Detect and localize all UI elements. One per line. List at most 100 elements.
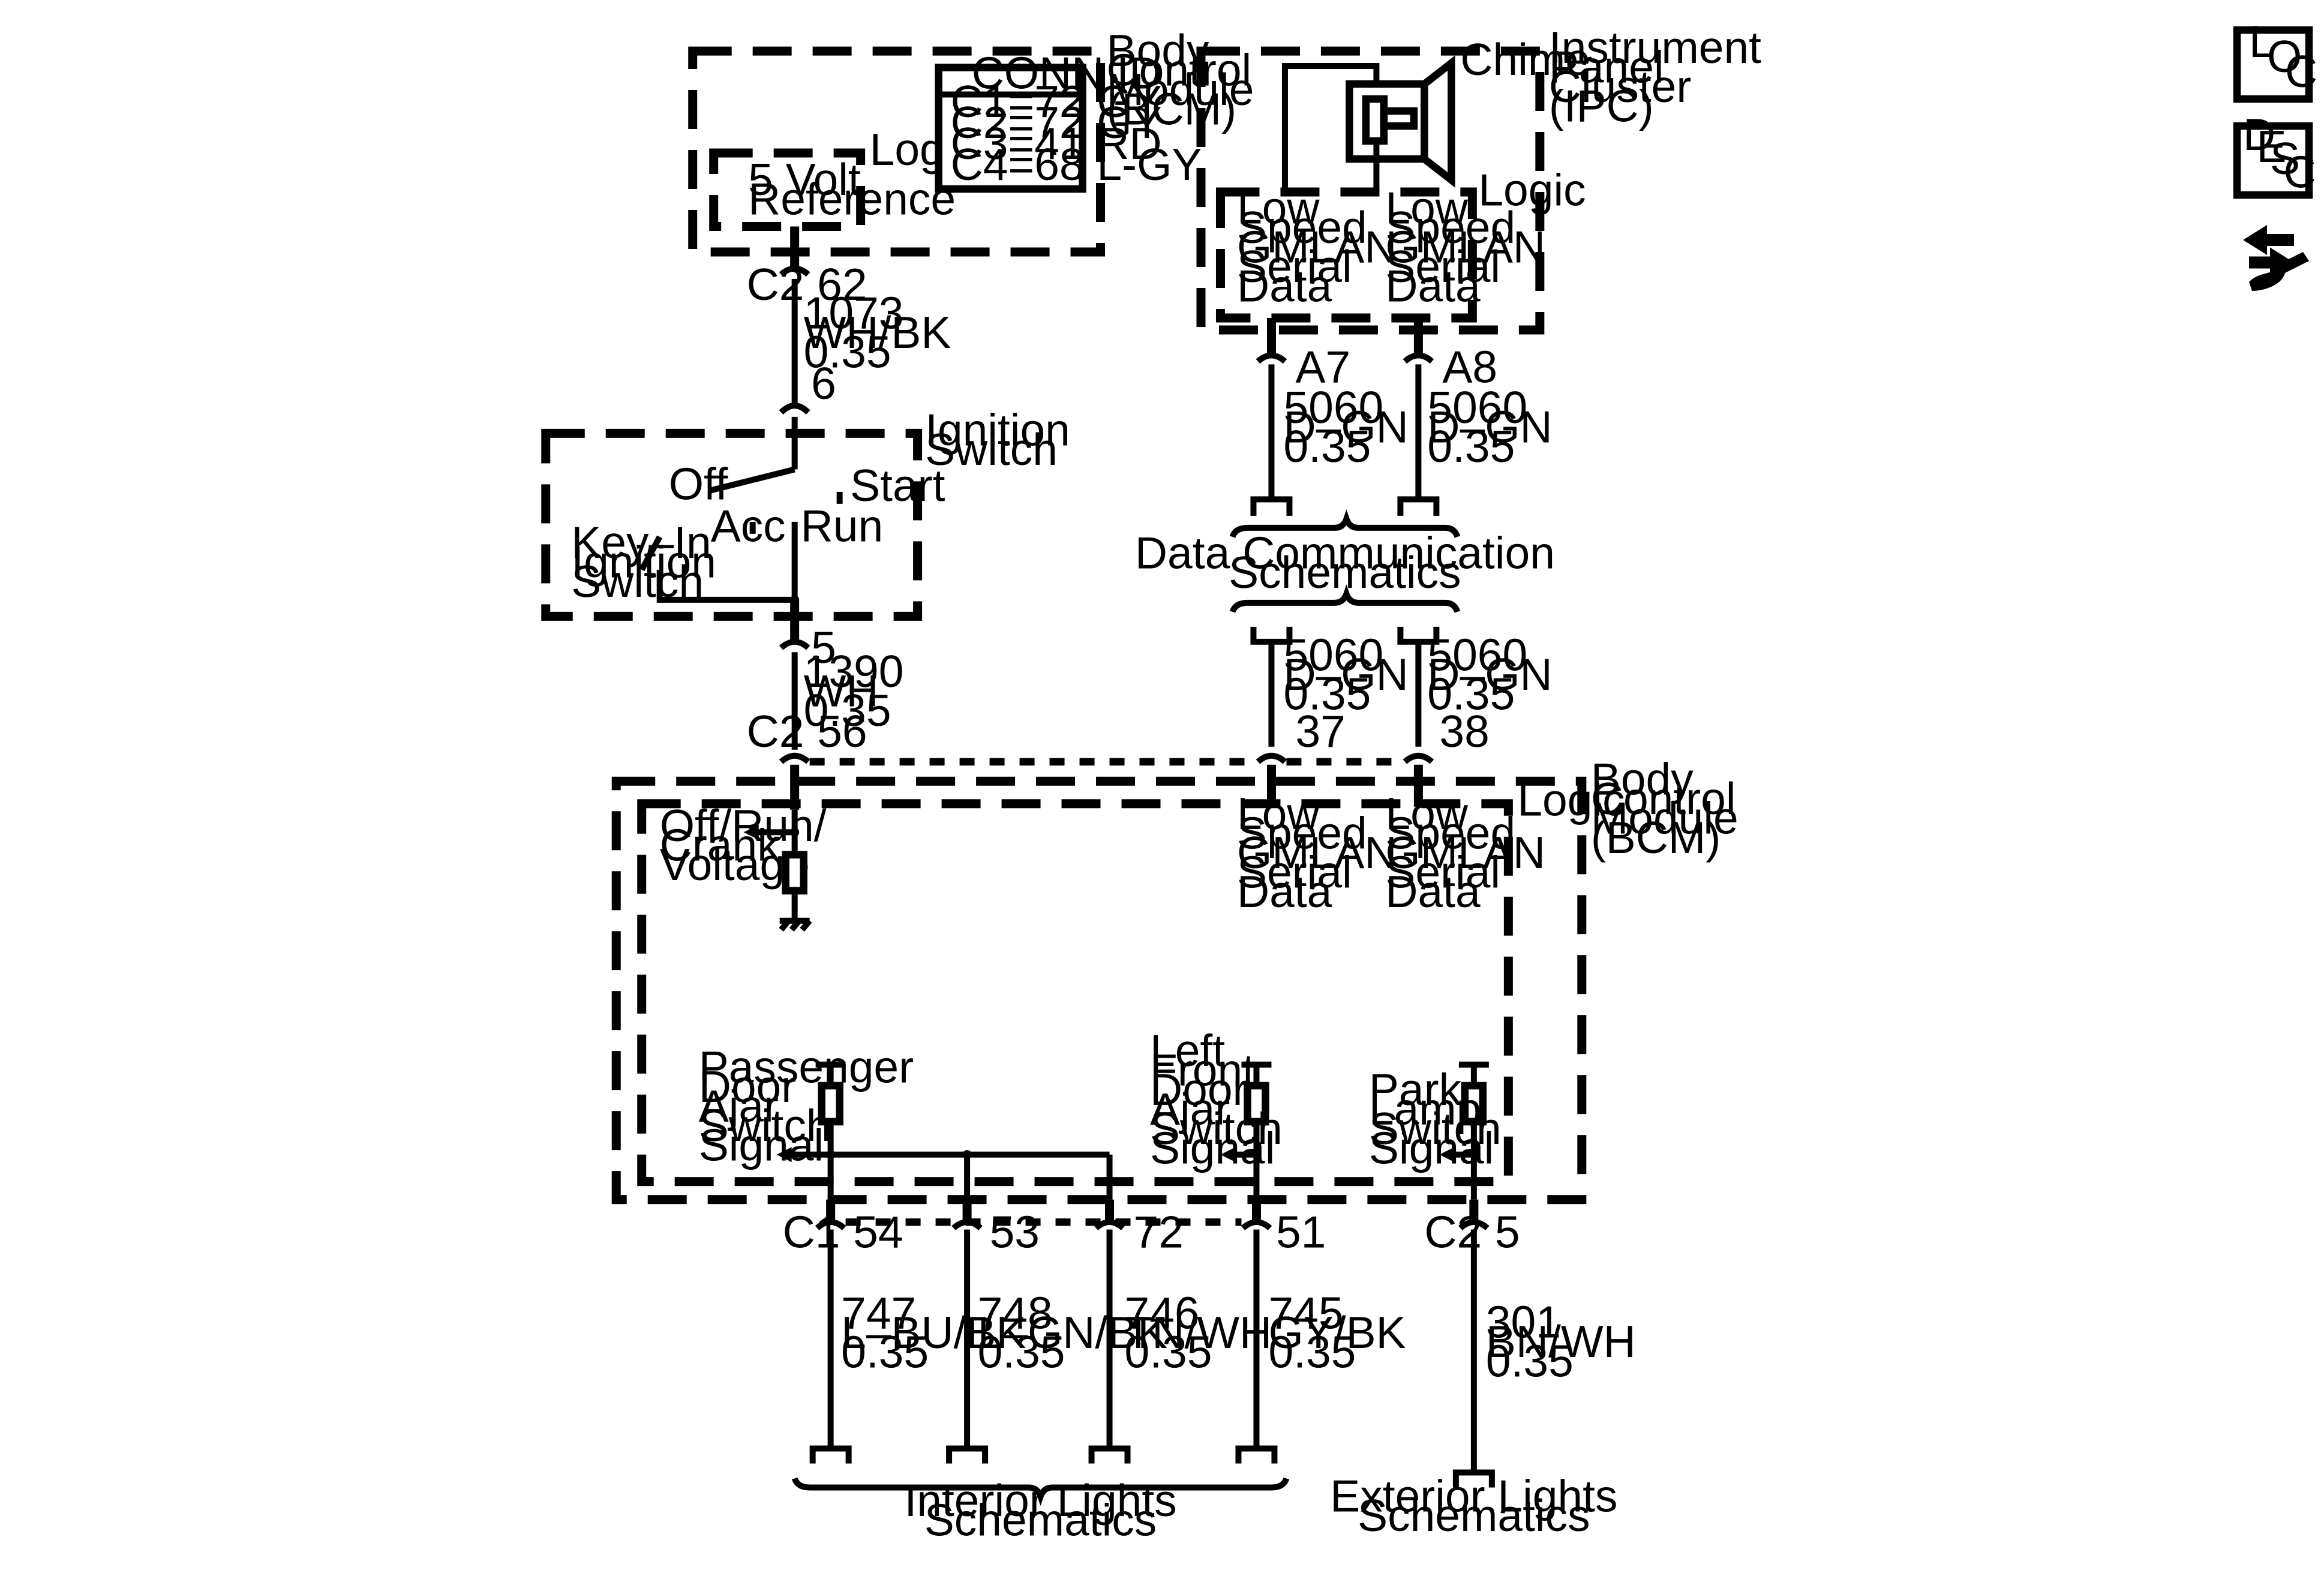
svg-text:L: L — [2249, 16, 2274, 67]
svg-text:746: 746 — [1125, 1288, 1200, 1338]
svg-text:0.35: 0.35 — [1268, 1327, 1356, 1377]
svg-text:38: 38 — [1439, 706, 1489, 757]
svg-text:D: D — [2243, 109, 2275, 160]
svg-text:E: E — [2257, 121, 2287, 172]
wire-1390: 1390 WH 0.35 — [791, 646, 903, 750]
svg-text:Data: Data — [1237, 260, 1332, 311]
svg-text:51: 51 — [1276, 1207, 1326, 1257]
connector-c2-62: C2 62 — [747, 226, 867, 310]
svg-text:Low: Low — [1385, 182, 1468, 233]
svg-text:5 Volt: 5 Volt — [748, 154, 861, 205]
passenger-door-ajar-input: Passenger Door Ajar Switch Signal — [699, 1042, 1113, 1200]
svg-text:747: 747 — [841, 1288, 916, 1338]
svg-text:Door: Door — [699, 1061, 797, 1112]
svg-text:Cluster: Cluster — [1549, 61, 1691, 112]
data-communication-link[interactable]: Data Communication Schematics — [1135, 509, 1555, 613]
bcm-gmlan-right: Low Speed GMLAN Serial Data — [1385, 764, 1545, 917]
svg-text:0.35: 0.35 — [1486, 1335, 1574, 1386]
svg-text:Start: Start — [850, 460, 945, 511]
svg-text:Switch: Switch — [699, 1100, 831, 1151]
svg-text:5060: 5060 — [1283, 382, 1383, 433]
svg-text:D–GN: D–GN — [1427, 401, 1552, 452]
svg-text:Speed: Speed — [1237, 202, 1367, 253]
svg-text:A8: A8 — [1442, 341, 1497, 392]
svg-text:Data Communication: Data Communication — [1135, 527, 1555, 578]
svg-text:Door: Door — [1150, 1064, 1248, 1115]
exterior-lights-link[interactable]: Exterior Lights Schematics — [1330, 1470, 1617, 1540]
svg-text:0.35: 0.35 — [978, 1327, 1065, 1377]
svg-text:Logic: Logic — [1478, 165, 1586, 215]
svg-text:Reference: Reference — [748, 173, 956, 224]
svg-text:WH: WH — [804, 665, 879, 716]
conn-id-table: CONN ID C1=72 GY C2=72 GY C3=41 RD C4=68… — [935, 48, 1202, 193]
svg-text:Signal: Signal — [1369, 1123, 1494, 1173]
svg-text:Serial: Serial — [1385, 847, 1500, 897]
svg-text:C: C — [2285, 46, 2317, 97]
svg-text:Off: Off — [669, 458, 728, 509]
svg-text:Speed: Speed — [1385, 202, 1515, 253]
svg-text:C2=72 GY: C2=72 GY — [951, 97, 1162, 148]
wire-5060-lower-right: 5060 D–GN 0.35 — [1397, 626, 1553, 747]
svg-text:Exterior Lights: Exterior Lights — [1330, 1470, 1617, 1521]
svg-text:Key–In: Key–In — [571, 517, 711, 568]
wire-301: 301 BN/WH 0.35 — [1452, 1229, 1636, 1488]
park-lamp-switch-input: Park Lamp Switch Signal — [1369, 1061, 1502, 1200]
svg-text:Switch: Switch — [1369, 1103, 1502, 1154]
svg-text:(BCM): (BCM) — [1591, 812, 1721, 863]
interior-lights-link[interactable]: Interior Lights Schematics — [791, 1475, 1290, 1545]
connector-a7: A7 — [1256, 317, 1350, 392]
ipc-gmlan-left-label: Low Speed GMLAN Serial Data — [1237, 182, 1397, 311]
svg-text:Off/Run/: Off/Run/ — [660, 800, 827, 851]
bcm-gmlan-left: Low Speed GMLAN Serial Data — [1237, 764, 1397, 917]
repair-tools-icon[interactable] — [2243, 224, 2310, 291]
svg-text:Signal: Signal — [699, 1120, 824, 1170]
svg-text:Lamp: Lamp — [1369, 1084, 1482, 1134]
svg-text:D–GN: D–GN — [1283, 401, 1408, 452]
wire-5060-upper-left: 5060 D–GN 0.35 — [1250, 364, 1409, 516]
svg-text:Module: Module — [1591, 793, 1739, 843]
wire-746: 746 TN/WH 0.35 — [1088, 1229, 1272, 1464]
left-front-door-ajar-input: Left Front Door Ajar Switch Signal — [1150, 1025, 1283, 1200]
svg-text:Switch: Switch — [925, 424, 1058, 475]
svg-text:Serial: Serial — [1237, 241, 1352, 292]
desc-icon[interactable]: D E S C — [2233, 109, 2316, 199]
svg-text:0.35: 0.35 — [1283, 668, 1371, 719]
wire-745: 745 GY/BK 0.35 — [1235, 1229, 1406, 1464]
connector-c2-row: C2 56 37 38 — [747, 706, 1490, 766]
wire-747: 747 L–BU/BK 0.35 — [809, 1229, 1026, 1464]
svg-text:5: 5 — [1495, 1207, 1520, 1257]
svg-text:0.35: 0.35 — [804, 685, 891, 736]
svg-text:0.35: 0.35 — [1283, 421, 1371, 472]
svg-text:Crank: Crank — [660, 820, 780, 870]
svg-text:D–GN: D–GN — [1427, 649, 1552, 700]
crank-voltage-input: Off/Run/ Crank Voltage — [660, 764, 827, 932]
svg-text:C: C — [2284, 147, 2316, 197]
svg-text:0.35: 0.35 — [1427, 421, 1515, 472]
svg-text:GMLAN: GMLAN — [1385, 827, 1545, 878]
svg-text:TN/WH: TN/WH — [1125, 1307, 1272, 1358]
svg-text:1073: 1073 — [804, 287, 904, 338]
svg-text:Low: Low — [1237, 788, 1320, 839]
svg-text:Ajar: Ajar — [1150, 1084, 1230, 1134]
loc-icon[interactable]: L O C — [2233, 16, 2317, 103]
svg-text:Passenger: Passenger — [699, 1042, 914, 1092]
svg-text:0.35: 0.35 — [841, 1327, 929, 1377]
svg-text:Acc: Acc — [711, 500, 786, 551]
svg-text:(BCM): (BCM) — [1107, 84, 1237, 134]
svg-text:S: S — [2270, 133, 2300, 184]
svg-text:Data: Data — [1237, 866, 1332, 917]
svg-text:Serial: Serial — [1385, 241, 1500, 292]
ignition-switch: Ignition Switch Off Start Acc Run Key–In… — [541, 404, 1070, 673]
svg-text:GMLAN: GMLAN — [1237, 221, 1397, 272]
svg-text:Schematics: Schematics — [924, 1494, 1157, 1545]
svg-text:Switch: Switch — [1150, 1103, 1283, 1154]
svg-text:GY/BK: GY/BK — [1268, 1307, 1406, 1358]
svg-text:301: 301 — [1486, 1297, 1561, 1347]
svg-text:Low: Low — [1237, 182, 1320, 233]
svg-text:Signal: Signal — [1150, 1123, 1275, 1173]
svg-text:Schematics: Schematics — [1358, 1490, 1590, 1541]
svg-text:D–GN: D–GN — [1283, 649, 1408, 700]
svg-text:Control: Control — [1591, 773, 1736, 824]
wire-748: 748 L–GN/BK 0.35 — [946, 1229, 1167, 1464]
